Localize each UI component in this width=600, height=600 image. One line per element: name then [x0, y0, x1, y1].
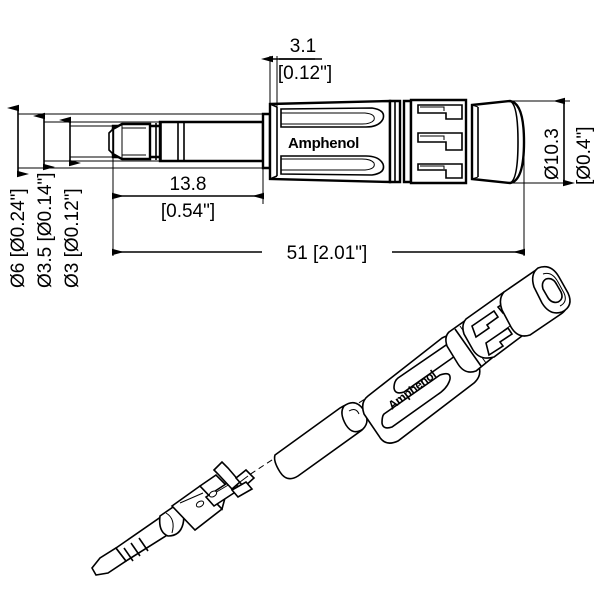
exploded-isometric-view: Amphenol [91, 265, 571, 576]
dim-label-3-1-imperial: [0.12"] [278, 63, 332, 84]
dim-label-d10-3-value: Ø10.3 [542, 128, 563, 180]
dim-label-13-8-value: 13.8 [170, 174, 207, 195]
dimension-13-8 [112, 157, 264, 204]
dim-label-d3: Ø3 [Ø0.12"] [62, 188, 83, 288]
plug-shaft-side-view [108, 120, 265, 163]
strain-relief-neck [261, 112, 272, 170]
connector-body-side-view: Amphenol [268, 98, 526, 185]
dim-label-3-1-value: 3.1 [290, 36, 316, 57]
dim-label-d6: Ø6 [Ø0.24"] [8, 188, 29, 288]
dim-label-13-8-imperial: [0.54"] [161, 201, 215, 222]
brand-label-side: Amphenol [288, 135, 359, 152]
sleeve-barrel [273, 401, 368, 480]
dimension-d10-3 [510, 97, 575, 187]
dim-label-d3-5: Ø3.5 [Ø0.14"] [35, 172, 56, 288]
dimension-51 [112, 142, 525, 256]
plug-pin-assembly [91, 460, 256, 576]
connector-shell-iso: Amphenol [361, 265, 571, 444]
dim-label-d10-3-imperial: [Ø0.4"] [574, 127, 595, 186]
dimension-3-1 [261, 55, 322, 107]
dim-label-51: 51 [2.01"] [287, 243, 368, 264]
latch-fingers [417, 100, 467, 183]
